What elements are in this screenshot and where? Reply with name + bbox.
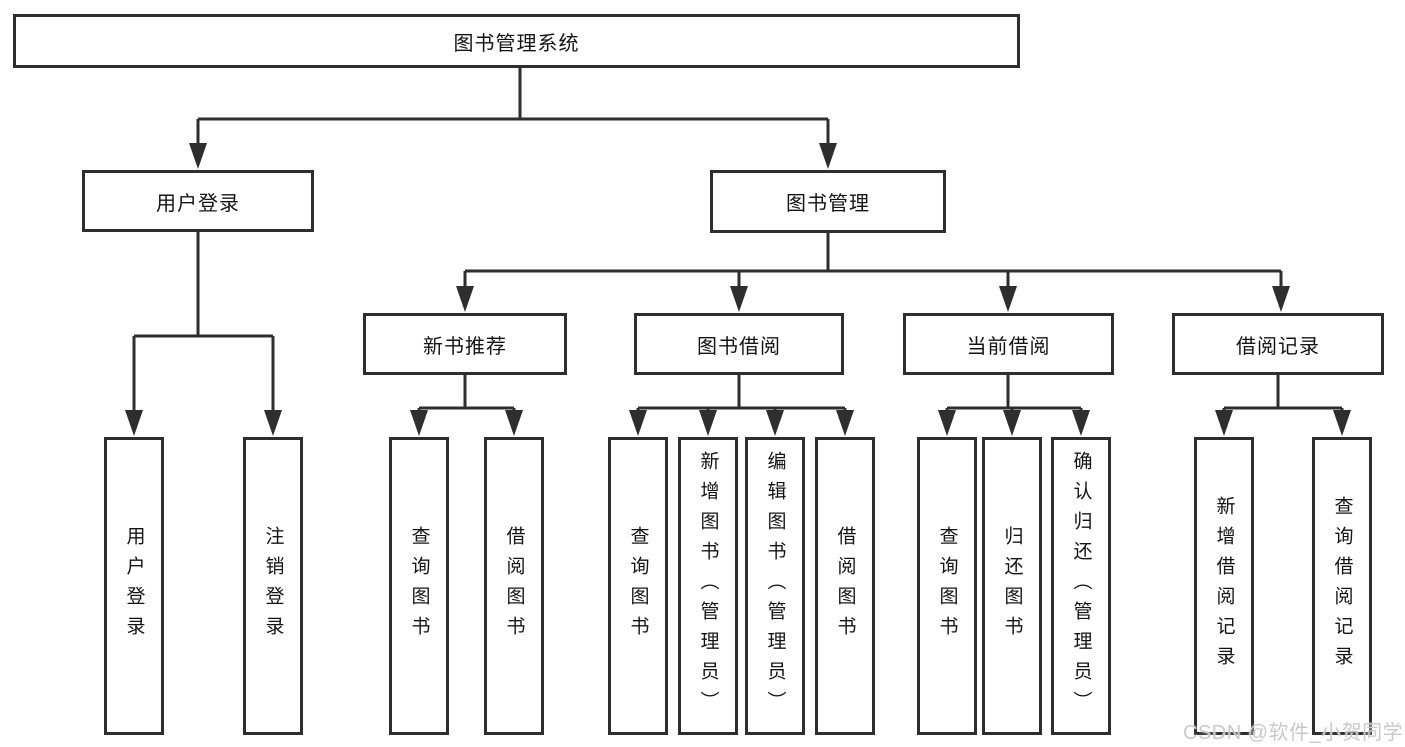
- node-book-management: 图书管理: [710, 170, 946, 233]
- leaf-borrow-books-borrow-label: 借阅图书: [834, 526, 856, 646]
- leaf-query-books-current: 查询图书: [917, 437, 977, 735]
- node-book-management-label: 图书管理: [786, 193, 870, 215]
- leaf-logout-label: 注销登录: [262, 526, 284, 646]
- arrowhead-leaf-user-login: [125, 410, 143, 436]
- connector-borrowing-to-leaves: [629, 374, 854, 436]
- arrowhead-book-borrowing: [730, 286, 748, 312]
- node-root: 图书管理系统: [13, 14, 1020, 68]
- leaf-borrow-books-recommend-label: 借阅图书: [503, 526, 525, 646]
- node-new-book-recommendation: 新书推荐: [363, 313, 567, 375]
- leaf-user-login-label: 用户登录: [123, 526, 145, 646]
- leaf-return-books: 归还图书: [982, 437, 1042, 735]
- leaf-query-books-current-label: 查询图书: [936, 526, 958, 646]
- arrowhead-query-books-recommend: [410, 410, 428, 436]
- leaf-query-books-borrow: 查询图书: [608, 437, 668, 735]
- arrowhead-borrowing-records: [1272, 286, 1290, 312]
- leaf-edit-books-admin-label: 编辑图书（管理员）: [764, 451, 786, 721]
- arrowhead-confirm-return-admin: [1072, 410, 1090, 436]
- leaf-add-borrow-record-label: 新增借阅记录: [1213, 496, 1235, 676]
- arrowhead-current-borrowing: [999, 286, 1017, 312]
- connector-book-management-to-level3: [456, 232, 1290, 312]
- csdn-watermark: CSDN @软件_小贺同学: [1183, 722, 1404, 744]
- node-user-login-label: 用户登录: [156, 192, 240, 215]
- arrowhead-borrow-books-borrow: [836, 410, 854, 436]
- arrowhead-book-management: [819, 143, 837, 169]
- leaf-user-login: 用户登录: [104, 437, 164, 735]
- node-user-login: 用户登录: [82, 170, 314, 232]
- node-current-borrowing-label: 当前借阅: [966, 335, 1051, 358]
- leaf-confirm-return-admin: 确认归还（管理员）: [1051, 437, 1111, 735]
- leaf-edit-books-admin: 编辑图书（管理员）: [745, 437, 805, 735]
- leaf-add-books-admin: 新增图书（管理员）: [678, 437, 738, 735]
- node-new-book-recommendation-label: 新书推荐: [423, 335, 507, 358]
- arrowhead-edit-books-admin: [766, 410, 784, 436]
- arrowhead-query-borrow-record: [1333, 410, 1351, 436]
- leaf-borrow-books-borrow: 借阅图书: [815, 437, 875, 735]
- node-borrowing-records: 借阅记录: [1172, 313, 1384, 375]
- leaf-query-borrow-record-label: 查询借阅记录: [1331, 496, 1353, 676]
- arrowhead-add-books-admin: [699, 410, 717, 436]
- arrowhead-add-borrow-record: [1215, 410, 1233, 436]
- node-borrowing-records-label: 借阅记录: [1236, 335, 1320, 358]
- node-book-borrowing-label: 图书借阅: [697, 335, 781, 358]
- connector-records-to-leaves: [1215, 374, 1351, 436]
- connector-root-to-level2: [189, 67, 837, 169]
- arrowhead-borrow-books-recommend: [505, 410, 523, 436]
- connector-user-login-to-leaves: [125, 231, 282, 436]
- leaf-confirm-return-admin-label: 确认归还（管理员）: [1070, 451, 1092, 721]
- connector-recommendation-to-leaves: [410, 374, 523, 436]
- node-current-borrowing: 当前借阅: [903, 313, 1114, 375]
- arrowhead-query-books-borrow: [629, 410, 647, 436]
- arrowhead-leaf-logout: [264, 410, 282, 436]
- arrowhead-query-books-current: [938, 410, 956, 436]
- leaf-borrow-books-recommend: 借阅图书: [484, 437, 544, 735]
- leaf-add-books-admin-label: 新增图书（管理员）: [697, 451, 719, 721]
- node-book-borrowing: 图书借阅: [634, 313, 844, 375]
- arrowhead-user-login: [189, 143, 207, 169]
- leaf-query-books-recommend-label: 查询图书: [408, 526, 430, 646]
- leaf-add-borrow-record: 新增借阅记录: [1194, 437, 1254, 735]
- arrowhead-return-books: [1003, 410, 1021, 436]
- leaf-query-borrow-record: 查询借阅记录: [1312, 437, 1372, 735]
- arrowhead-new-book-recommendation: [456, 286, 474, 312]
- leaf-return-books-label: 归还图书: [1001, 526, 1023, 646]
- leaf-query-books-borrow-label: 查询图书: [627, 526, 649, 646]
- leaf-query-books-recommend: 查询图书: [389, 437, 449, 735]
- connector-current-to-leaves: [938, 374, 1090, 436]
- node-root-label: 图书管理系统: [453, 32, 580, 55]
- leaf-logout: 注销登录: [243, 437, 303, 735]
